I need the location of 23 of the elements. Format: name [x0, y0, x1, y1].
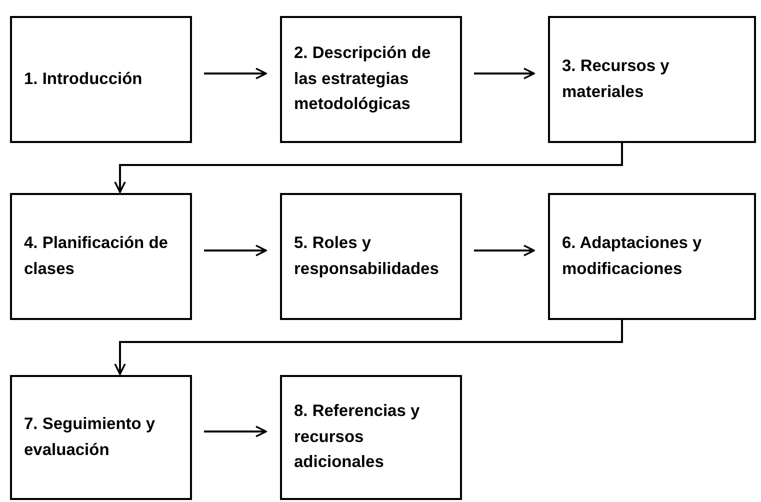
process-box [10, 16, 192, 143]
step-label: 8. Referencias y recursos adicionales [294, 401, 421, 474]
process-box [548, 16, 756, 143]
process-box [280, 375, 462, 500]
step-label: 5. Roles y responsabilidades [294, 232, 440, 280]
step-label: 4. Planificación de clases [24, 232, 169, 280]
step-label: 2. Descripción de las estrategias metodológicas [294, 43, 432, 116]
arrow [114, 143, 623, 193]
arrow [204, 68, 267, 80]
process-box [10, 375, 192, 500]
process-box [10, 193, 192, 320]
process-box [280, 16, 462, 143]
arrow [204, 244, 267, 256]
step-label: 1. Introducción [24, 68, 142, 90]
process-box [548, 193, 756, 320]
arrow [204, 426, 267, 438]
arrow [474, 68, 535, 80]
arrow [114, 320, 623, 375]
step-label: 6. Adaptaciones y modificaciones [562, 232, 703, 280]
step-label: 3. Recursos y materiales [562, 56, 670, 102]
arrow [474, 244, 535, 256]
process-box [280, 193, 462, 320]
step-label: 7. Seguimiento y evaluación [24, 414, 156, 460]
